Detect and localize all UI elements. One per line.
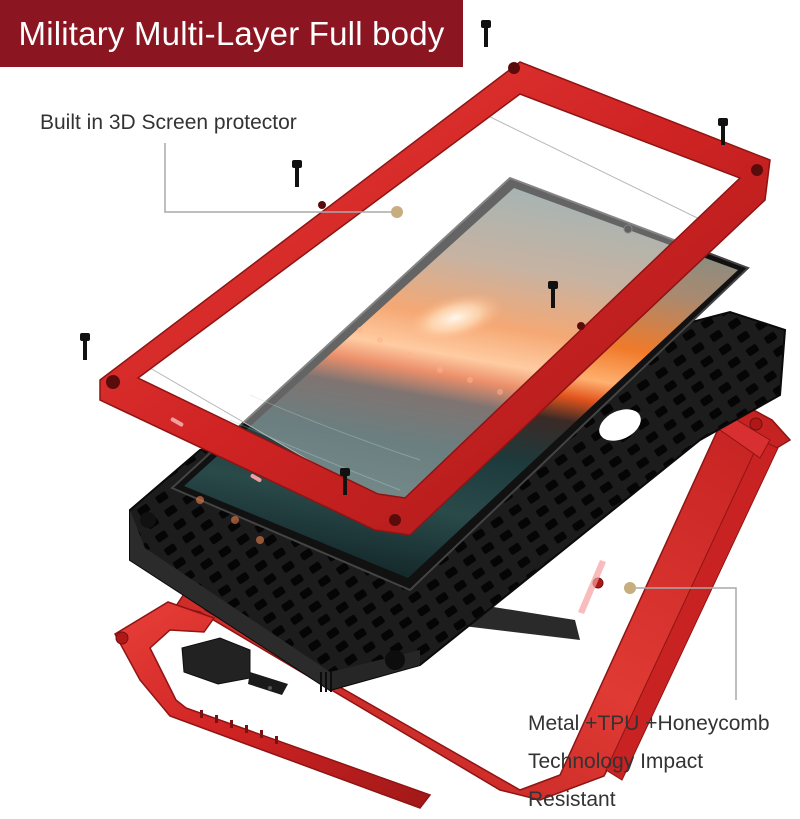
screw-icon xyxy=(292,160,302,187)
material-label-line-2: Technology Impact xyxy=(528,750,704,773)
callout-dot-icon xyxy=(391,206,403,218)
callout-dot-icon xyxy=(624,582,636,594)
material-label-line-3: Resistant xyxy=(528,788,616,811)
callout-line-screen xyxy=(164,143,403,218)
screws xyxy=(80,20,728,495)
callout-line-material xyxy=(624,582,737,700)
material-label: Metal +TPU +Honeycomb Technology Impact … xyxy=(528,705,800,819)
screw-icon xyxy=(718,118,728,145)
screw-icon xyxy=(481,20,491,47)
screw-icon xyxy=(340,468,350,495)
screw-icon xyxy=(80,333,90,360)
material-label-line-1: Metal +TPU +Honeycomb xyxy=(528,712,770,735)
red-metal-front-frame xyxy=(99,61,771,536)
port-plug xyxy=(181,637,288,695)
screen-protector-label: Built in 3D Screen protector xyxy=(40,111,297,134)
title-banner: Military Multi-Layer Full body xyxy=(0,0,463,67)
screw-icon xyxy=(548,281,558,308)
